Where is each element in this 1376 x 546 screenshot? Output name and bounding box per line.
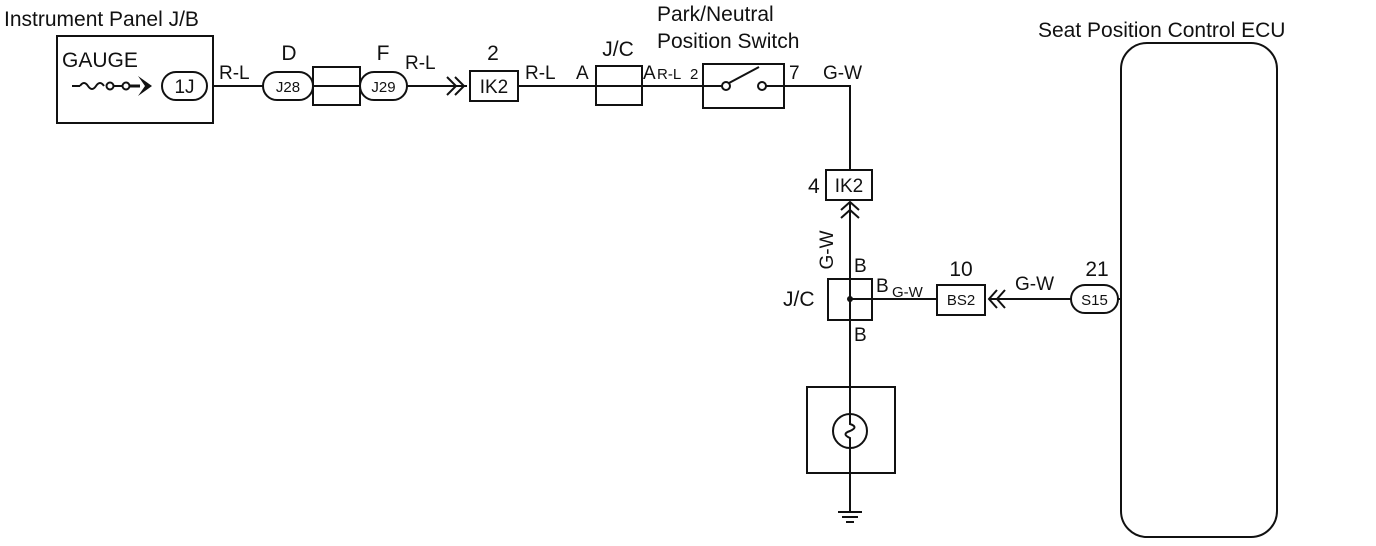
connector-bs2-label: BS2 — [947, 292, 975, 309]
switch-pin-in: 2 — [690, 66, 698, 83]
wire-label-jb-j28: R-L — [219, 63, 250, 84]
wire-label-jc-switch: R-L — [657, 66, 681, 83]
seat-ecu-pin: 21 — [1085, 258, 1108, 281]
wire-label-jc-bs2: G-W — [892, 284, 924, 301]
switch-pin-out: 7 — [789, 63, 800, 84]
connector-ik2-vertical-pin: 4 — [808, 175, 820, 198]
bulb-icon — [832, 413, 868, 449]
jc-top-pin-out: A — [643, 63, 656, 84]
instrument-panel-jb-title: Instrument Panel J/B — [4, 8, 199, 31]
connector-ik2-vertical — [825, 169, 873, 201]
ground-icon — [838, 511, 862, 523]
seat-ecu-title: Seat Position Control ECU — [1038, 19, 1285, 42]
switch-title-line2: Position Switch — [657, 30, 799, 53]
jc-bottom-label: J/C — [783, 288, 815, 311]
wire-label-ik2-jc: R-L — [525, 63, 556, 84]
jc-top-pin-in: A — [576, 63, 589, 84]
jc-bottom-pin-right: B — [876, 276, 889, 297]
connector-s15-label: S15 — [1081, 292, 1108, 309]
wire-label-ik2-jc-bottom: G-W — [817, 230, 838, 269]
fuse-icon — [72, 81, 140, 91]
connector-bs2 — [936, 284, 986, 316]
jc-bottom-pin-top: B — [854, 256, 867, 277]
connector-bs2-pin: 10 — [949, 258, 972, 281]
connector-ik2-top-label: IK2 — [480, 77, 509, 98]
wire-switch-out — [784, 85, 851, 170]
wire-label-bs2-ecu: G-W — [1015, 274, 1054, 295]
connector-chevron-icon — [446, 76, 458, 96]
switch-icon — [703, 66, 784, 91]
seat-ecu-box — [1120, 42, 1278, 538]
connector-ik2-top-pin: 2 — [487, 42, 499, 65]
connector-j28-label: J28 — [276, 79, 300, 96]
gauge-fuse-label: GAUGE — [62, 49, 138, 72]
jc-top-label: J/C — [602, 38, 634, 61]
jc-bottom-pin-bottom: B — [854, 325, 867, 346]
connector-j28-pin: D — [281, 42, 296, 65]
connector-j29-label: J29 — [371, 79, 395, 96]
connector-j29-pin: F — [377, 42, 390, 65]
wire-label-switch-out: G-W — [823, 63, 862, 84]
connector-arrow-icon — [138, 76, 152, 96]
connector-ik2-vertical-label: IK2 — [835, 176, 864, 197]
connector-chevron-icon — [454, 76, 466, 96]
connector-1j — [161, 71, 208, 101]
switch-title-line1: Park/Neutral — [657, 3, 774, 26]
wire-label-j29-ik2: R-L — [405, 53, 436, 74]
connector-1j-label: 1J — [174, 77, 194, 98]
